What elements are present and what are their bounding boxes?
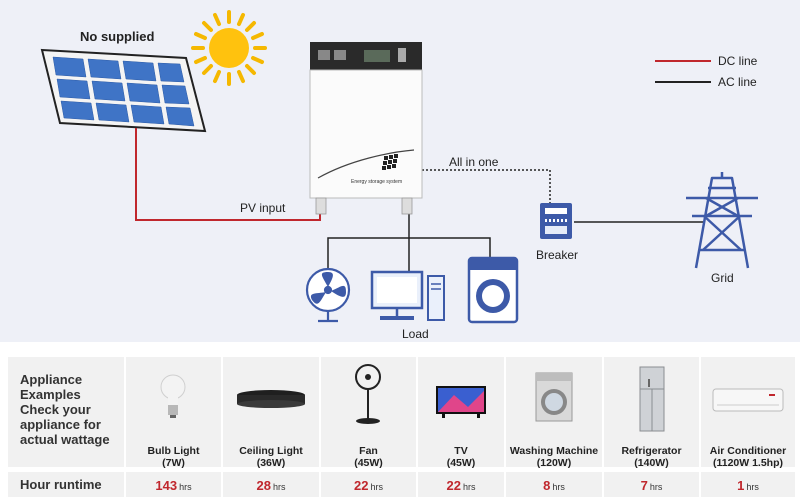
load-label: Load bbox=[402, 327, 429, 341]
legend-dc-label: DC line bbox=[718, 54, 758, 68]
all-in-one-label: All in one bbox=[449, 155, 499, 169]
appliance-name: TV bbox=[454, 445, 468, 457]
runtime-unit: hrs bbox=[649, 482, 663, 492]
computer-icon bbox=[370, 270, 445, 321]
bulb-icon bbox=[160, 374, 186, 418]
tv-icon bbox=[436, 386, 486, 418]
appliance-cell: Air Conditioner (1120W 1.5hp) bbox=[701, 357, 795, 469]
runtime-value: 143 bbox=[155, 478, 178, 493]
appliance-cell: Ceiling Light (36W) bbox=[223, 357, 319, 469]
appliance-power: (7W) bbox=[162, 457, 185, 469]
grid-tower-icon bbox=[686, 172, 758, 269]
pv-input-label: PV input bbox=[240, 201, 286, 215]
runtime-unit: hrs bbox=[746, 482, 759, 492]
ac-dotted-line bbox=[418, 169, 551, 204]
washing-machine-diagram-icon bbox=[467, 256, 519, 324]
appliance-cell: Refrigerator (140W) bbox=[604, 357, 699, 469]
appliance-cell: Fan (45W) bbox=[321, 357, 416, 469]
runtime-header-cell: Hour runtime bbox=[8, 472, 124, 497]
air-conditioner-icon bbox=[712, 388, 784, 412]
runtime-value: 7 bbox=[640, 478, 648, 493]
runtime-value: 28 bbox=[256, 478, 271, 493]
sun-icon bbox=[191, 10, 267, 86]
runtime-value: 22 bbox=[446, 478, 461, 493]
appliance-power: (45W) bbox=[446, 457, 476, 469]
solar-status-label: No supplied bbox=[80, 29, 155, 44]
system-diagram: Energy storage system bbox=[0, 0, 800, 342]
grid-label: Grid bbox=[711, 271, 734, 285]
dc-line bbox=[135, 128, 321, 221]
appliance-power: (140W) bbox=[634, 457, 669, 469]
standing-fan-icon bbox=[355, 364, 381, 424]
runtime-value: 8 bbox=[543, 478, 551, 493]
appliance-power: (45W) bbox=[354, 457, 383, 469]
load-lines bbox=[327, 213, 491, 274]
appliance-cell: Washing Machine (120W) bbox=[506, 357, 602, 469]
runtime-unit: hrs bbox=[552, 482, 565, 492]
appliance-name: Bulb Light bbox=[147, 445, 200, 457]
appliance-power: (36W) bbox=[256, 457, 286, 469]
appliance-name: Refrigerator bbox=[621, 445, 682, 457]
appliance-runtime-table: Appliance Examples Check your appliance … bbox=[8, 357, 795, 497]
header-cell: Appliance Examples Check your appliance … bbox=[8, 357, 124, 467]
appliance-power: (1120W 1.5hp) bbox=[712, 457, 784, 469]
breaker-icon bbox=[540, 203, 572, 239]
ceiling-light-icon bbox=[237, 390, 305, 408]
legend-ac-label: AC line bbox=[718, 75, 757, 89]
appliance-cell: TV (45W) bbox=[418, 357, 504, 469]
runtime-unit: hrs bbox=[462, 482, 476, 492]
runtime-unit: hrs bbox=[272, 482, 286, 492]
runtime-value: 22 bbox=[354, 478, 369, 493]
breaker-label: Breaker bbox=[536, 248, 579, 262]
runtime-unit: hrs bbox=[370, 482, 383, 492]
washing-machine-icon bbox=[535, 372, 573, 422]
appliance-name: Washing Machine bbox=[509, 445, 599, 457]
appliance-name: Fan bbox=[359, 445, 378, 457]
appliance-power: (120W) bbox=[536, 457, 572, 469]
runtime-unit: hrs bbox=[179, 482, 192, 492]
energy-storage-device-icon bbox=[309, 42, 423, 215]
diagram-canvas: Energy storage system bbox=[40, 10, 758, 324]
fan-icon bbox=[305, 267, 351, 323]
appliance-name: Air Conditioner bbox=[709, 445, 787, 457]
device-text: Energy storage system bbox=[351, 179, 402, 185]
refrigerator-icon bbox=[639, 366, 665, 432]
appliance-name: Ceiling Light bbox=[239, 445, 303, 457]
appliance-header-label: Appliance Examples Check your appliance … bbox=[20, 372, 110, 447]
runtime-header-label: Hour runtime bbox=[20, 477, 102, 492]
solar-panel-icon bbox=[40, 48, 207, 133]
appliance-cell: Bulb Light (7W) bbox=[126, 357, 221, 469]
runtime-value: 1 bbox=[737, 478, 745, 493]
